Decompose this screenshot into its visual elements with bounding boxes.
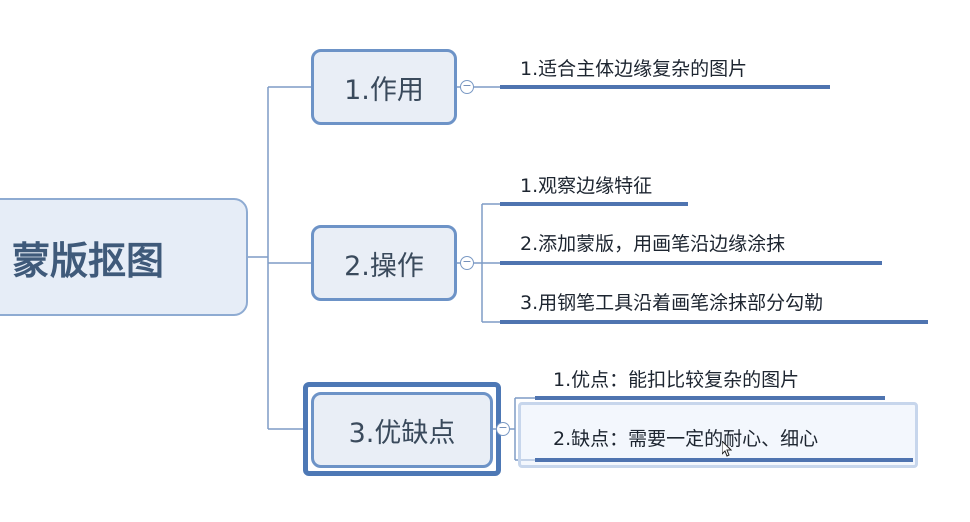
leaf-topic[interactable]: 1.优点：能扣比较复杂的图片	[553, 369, 800, 391]
leaf-underline	[500, 85, 830, 89]
topic-label: 3.优缺点	[348, 417, 456, 449]
topic-label: 1.作用	[344, 74, 424, 106]
topic-operation[interactable]: 2.操作	[311, 225, 457, 301]
topic-label: 2.操作	[344, 250, 424, 282]
circle-minus-icon[interactable]: −	[496, 422, 510, 436]
root-topic[interactable]: 蒙版抠图	[0, 198, 248, 316]
leaf-topic[interactable]: 2.缺点：需要一定的耐心、细心	[553, 428, 819, 450]
leaf-topic[interactable]: 1.观察边缘特征	[520, 175, 653, 197]
topic-pros-cons[interactable]: 3.优缺点	[311, 392, 493, 468]
circle-minus-icon[interactable]: −	[460, 256, 474, 270]
leaf-topic[interactable]: 3.用钢笔工具沿着画笔涂抹部分勾勒	[520, 292, 824, 314]
topic-purpose[interactable]: 1.作用	[311, 49, 457, 125]
mouse-cursor-icon	[722, 441, 732, 457]
hover-highlight	[518, 402, 918, 468]
leaf-underline	[500, 261, 882, 265]
root-topic-label: 蒙版抠图	[12, 238, 165, 283]
leaf-underline	[535, 458, 913, 462]
leaf-underline	[535, 396, 885, 400]
circle-minus-icon[interactable]: −	[460, 80, 474, 94]
leaf-underline	[500, 202, 688, 206]
leaf-topic[interactable]: 1.适合主体边缘复杂的图片	[520, 58, 748, 80]
leaf-underline	[500, 320, 928, 324]
leaf-topic[interactable]: 2.添加蒙版，用画笔沿边缘涂抹	[520, 233, 786, 255]
